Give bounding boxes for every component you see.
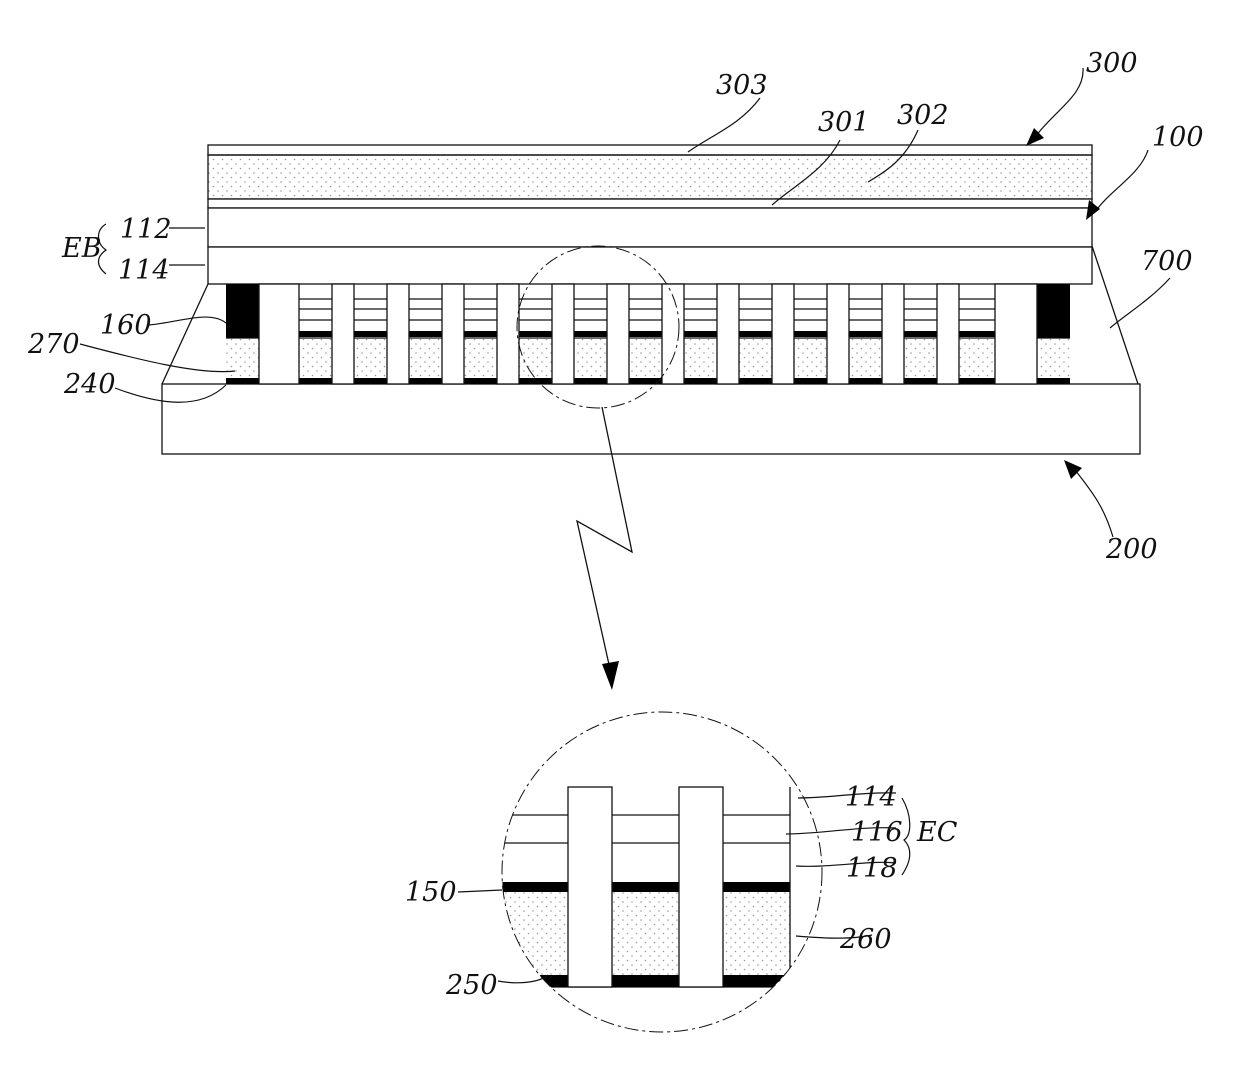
pillar — [387, 284, 409, 384]
label-303: 303 — [716, 70, 768, 101]
connector-arrowhead — [602, 661, 619, 690]
pillar — [827, 284, 849, 384]
label-150: 150 — [405, 877, 457, 908]
label-160: 160 — [100, 310, 152, 341]
label-118: 118 — [846, 853, 898, 884]
pillar — [937, 284, 959, 384]
pillar — [497, 284, 519, 384]
sealant-700-right — [1092, 246, 1138, 384]
label-114-top: 114 — [118, 255, 170, 286]
label-260: 260 — [839, 924, 892, 955]
label-700: 700 — [1141, 246, 1193, 277]
label-112: 112 — [120, 214, 172, 245]
label-300: 300 — [1086, 48, 1138, 79]
pillar — [662, 284, 684, 384]
block-160-left — [226, 284, 259, 338]
label-EB: EB — [61, 233, 102, 264]
layer-302 — [208, 155, 1092, 199]
block-160-right — [1037, 284, 1070, 338]
label-301: 301 — [818, 107, 870, 138]
label-EC: EC — [916, 817, 958, 848]
label-114-detail: 114 — [845, 782, 897, 813]
pillar — [332, 284, 354, 384]
pillar — [717, 284, 739, 384]
detail-view — [500, 780, 851, 1000]
layer-112 — [208, 208, 1092, 247]
label-250: 250 — [445, 970, 498, 1001]
label-302: 302 — [897, 100, 949, 131]
pillar-wide-right — [995, 284, 1037, 384]
pillar — [442, 284, 464, 384]
pillar — [882, 284, 904, 384]
sealant-700-left — [162, 284, 208, 384]
substrate-200 — [162, 384, 1140, 454]
label-116: 116 — [851, 817, 903, 848]
pillar — [772, 284, 794, 384]
detail-pillar — [568, 787, 612, 987]
layer-303 — [208, 145, 1092, 155]
label-200: 200 — [1105, 534, 1158, 565]
label-100: 100 — [1152, 122, 1204, 153]
label-270: 270 — [27, 329, 80, 360]
layer-301 — [208, 199, 1092, 208]
pillar — [607, 284, 629, 384]
detail-pillar — [679, 787, 723, 987]
label-240: 240 — [63, 369, 116, 400]
pillar-wide-left — [259, 284, 299, 384]
pillar — [552, 284, 574, 384]
